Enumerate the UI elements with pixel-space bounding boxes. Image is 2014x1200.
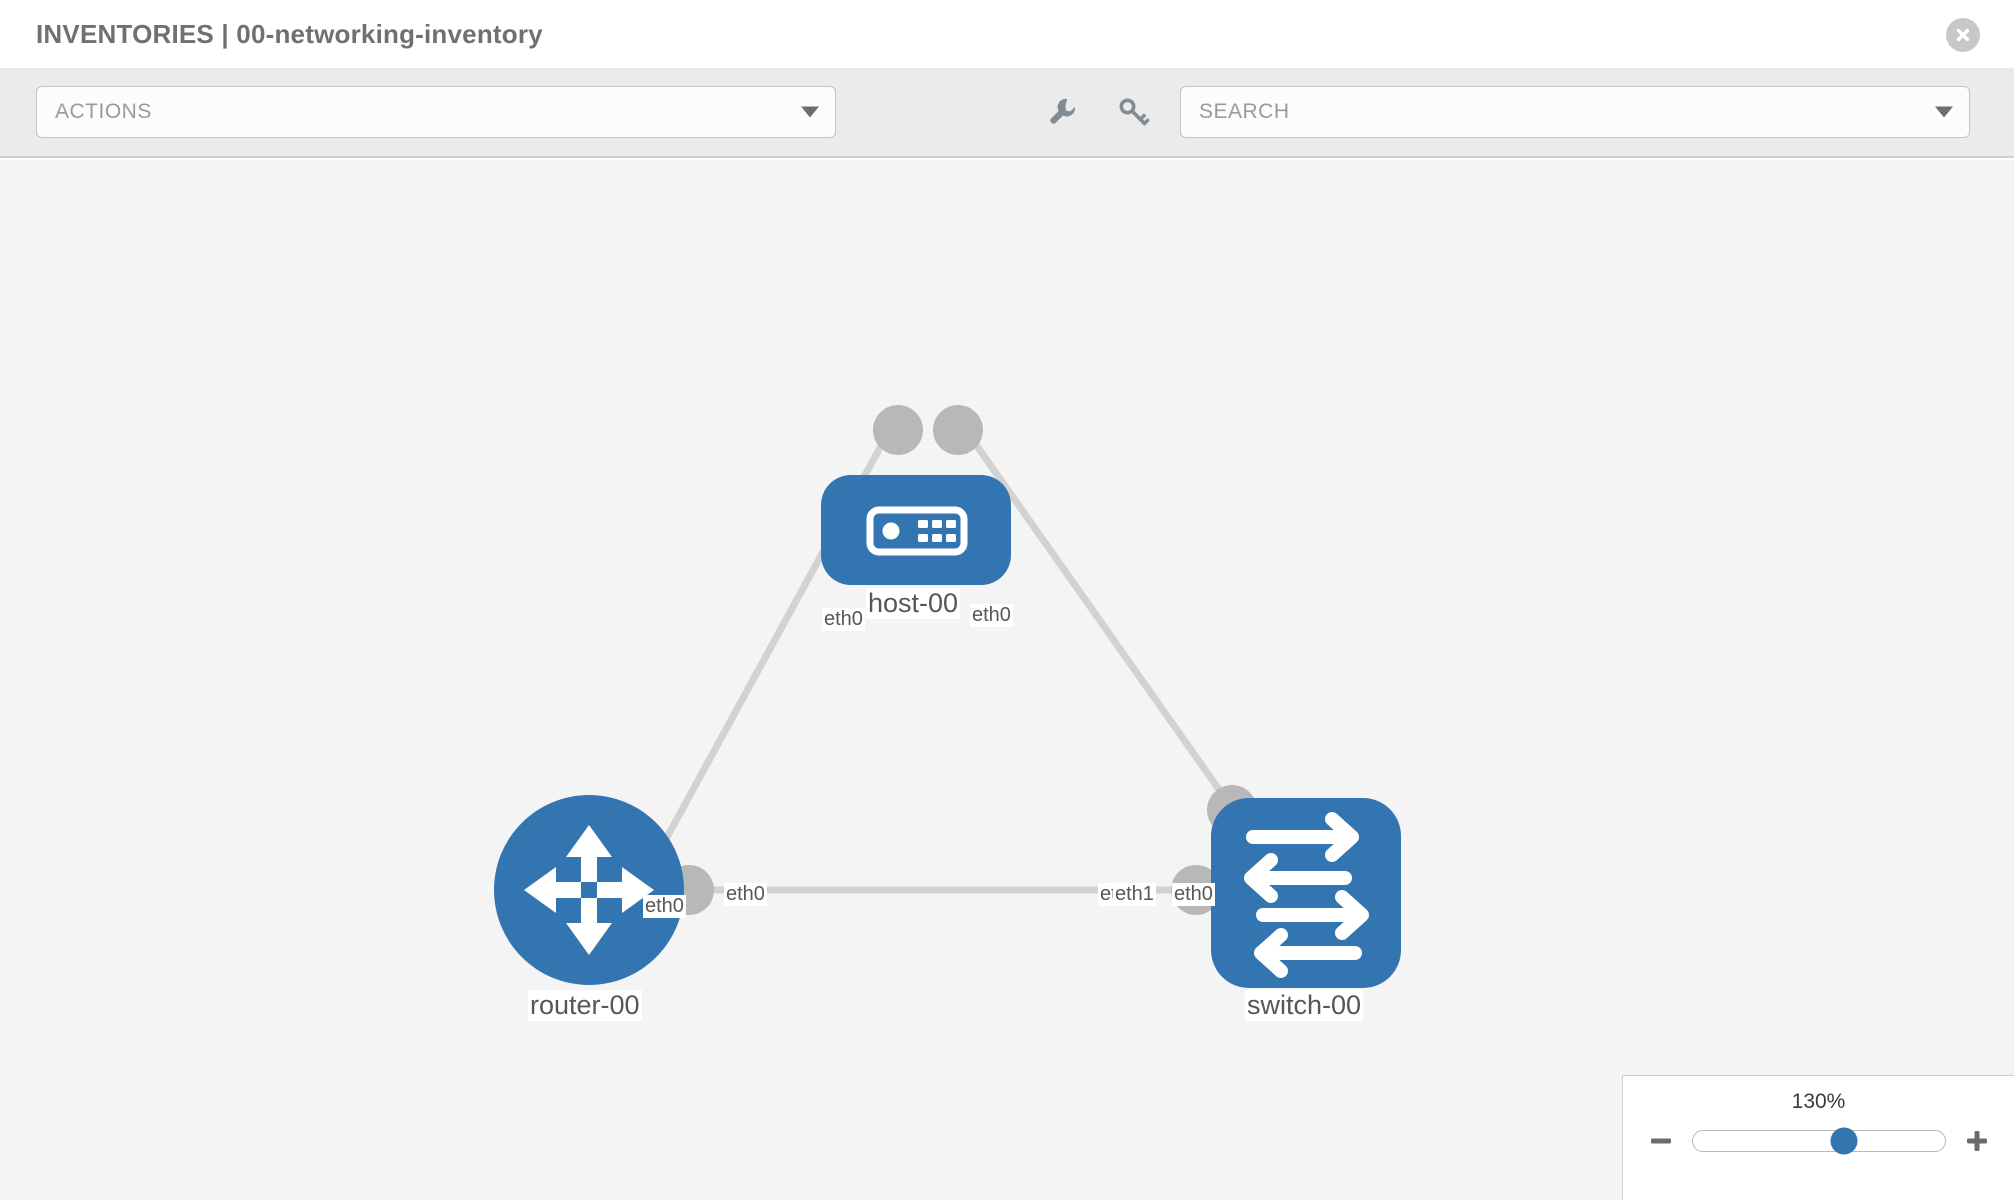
search-input-value: SEARCH <box>1199 100 1290 123</box>
topology-canvas[interactable]: host-00 router-00 switch-00 eth0 eth0 et… <box>0 160 2014 1200</box>
port-label-router-uplink: eth0 <box>643 895 686 918</box>
port-host-left <box>873 405 923 455</box>
page-title: INVENTORIES | 00-networking-inventory <box>36 18 543 49</box>
port-label-router-right: eth0 <box>724 883 767 906</box>
link-host-switch <box>957 419 1235 811</box>
node-router-00[interactable] <box>494 795 684 985</box>
port-label-switch-uplink: eth0 <box>1172 883 1215 906</box>
node-host-00[interactable] <box>821 475 1011 585</box>
node-label-router-00: router-00 <box>528 990 642 1022</box>
plus-icon <box>1966 1131 1987 1151</box>
page-header: INVENTORIES | 00-networking-inventory <box>0 0 2014 68</box>
close-icon[interactable] <box>1946 18 1980 52</box>
node-label-switch-00: switch-00 <box>1245 990 1364 1022</box>
port-label-switch-left-b: eth1 <box>1113 883 1156 906</box>
zoom-slider[interactable] <box>1691 1127 1946 1155</box>
port-host-right <box>933 405 983 455</box>
zoom-level-value: 130% <box>1791 1090 1846 1113</box>
zoom-control-panel: 130% <box>1622 1075 2014 1200</box>
key-glyph <box>1119 98 1150 126</box>
close-glyph <box>1956 28 1970 42</box>
zoom-out-button[interactable] <box>1646 1126 1676 1156</box>
toolbar: ACTIONS SEARCH <box>0 68 2014 158</box>
port-label-host-right: eth0 <box>970 604 1013 627</box>
wrench-glyph <box>1050 98 1076 124</box>
switch-arrows-icon <box>1244 812 1369 978</box>
actions-dropdown-label: ACTIONS <box>55 100 152 123</box>
zoom-in-button[interactable] <box>1962 1126 1992 1156</box>
chevron-down-icon <box>801 106 819 118</box>
key-icon[interactable] <box>1110 89 1156 135</box>
node-switch-00[interactable] <box>1211 798 1401 988</box>
actions-dropdown[interactable]: ACTIONS <box>36 86 836 138</box>
server-icon <box>866 506 968 556</box>
zoom-slider-thumb[interactable] <box>1830 1127 1858 1155</box>
zoom-control-row <box>1623 1126 2014 1156</box>
minus-icon <box>1650 1138 1671 1144</box>
chevron-down-icon <box>1935 106 1953 118</box>
port-label-host-left: eth0 <box>822 608 865 631</box>
node-label-host-00: host-00 <box>866 588 961 620</box>
search-input[interactable]: SEARCH <box>1180 86 1970 138</box>
wrench-icon[interactable] <box>1040 89 1086 135</box>
topology-graph <box>494 405 1401 988</box>
router-arrows-icon <box>524 825 654 955</box>
